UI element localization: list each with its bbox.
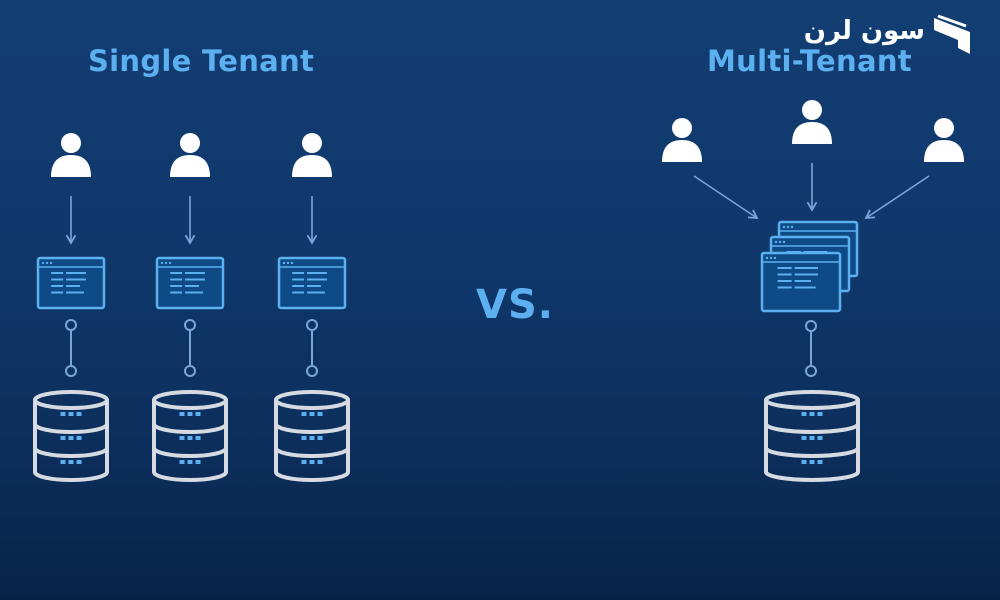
connector-line [306, 319, 318, 377]
single-tenant-diagram [33, 133, 350, 482]
database-icon [764, 390, 860, 482]
multi-tenant-title: Multi-Tenant [707, 44, 912, 78]
connector-line [184, 319, 196, 377]
stacked-app-windows-icon [760, 220, 859, 313]
single-tenant-title: Single Tenant [88, 44, 315, 78]
app-window-icon [155, 256, 225, 310]
database-icon [33, 390, 109, 482]
user-icon [924, 118, 964, 162]
brand-name: سون لرن [803, 16, 925, 46]
user-icon [792, 100, 832, 144]
multi-tenant-diagram [662, 100, 964, 482]
user-icon [292, 133, 332, 177]
single-tenant-stack [274, 133, 350, 482]
app-window-icon [760, 251, 842, 313]
versus-label: VS. [476, 282, 554, 328]
user-icon [662, 118, 702, 162]
single-tenant-stack [152, 133, 228, 482]
app-window-icon [277, 256, 347, 310]
app-window-icon [36, 256, 106, 310]
database-icon [274, 390, 350, 482]
single-tenant-stack [33, 133, 109, 482]
arrow-to-shared-app [864, 175, 930, 220]
brand-logo-mark-icon [934, 14, 970, 54]
user-icon [170, 133, 210, 177]
brand-logo: سون لرن [795, 14, 980, 62]
connector-line [805, 320, 817, 377]
arrow-to-shared-app [693, 175, 759, 220]
database-icon [152, 390, 228, 482]
user-icon [51, 133, 91, 177]
connector-line [65, 319, 77, 377]
